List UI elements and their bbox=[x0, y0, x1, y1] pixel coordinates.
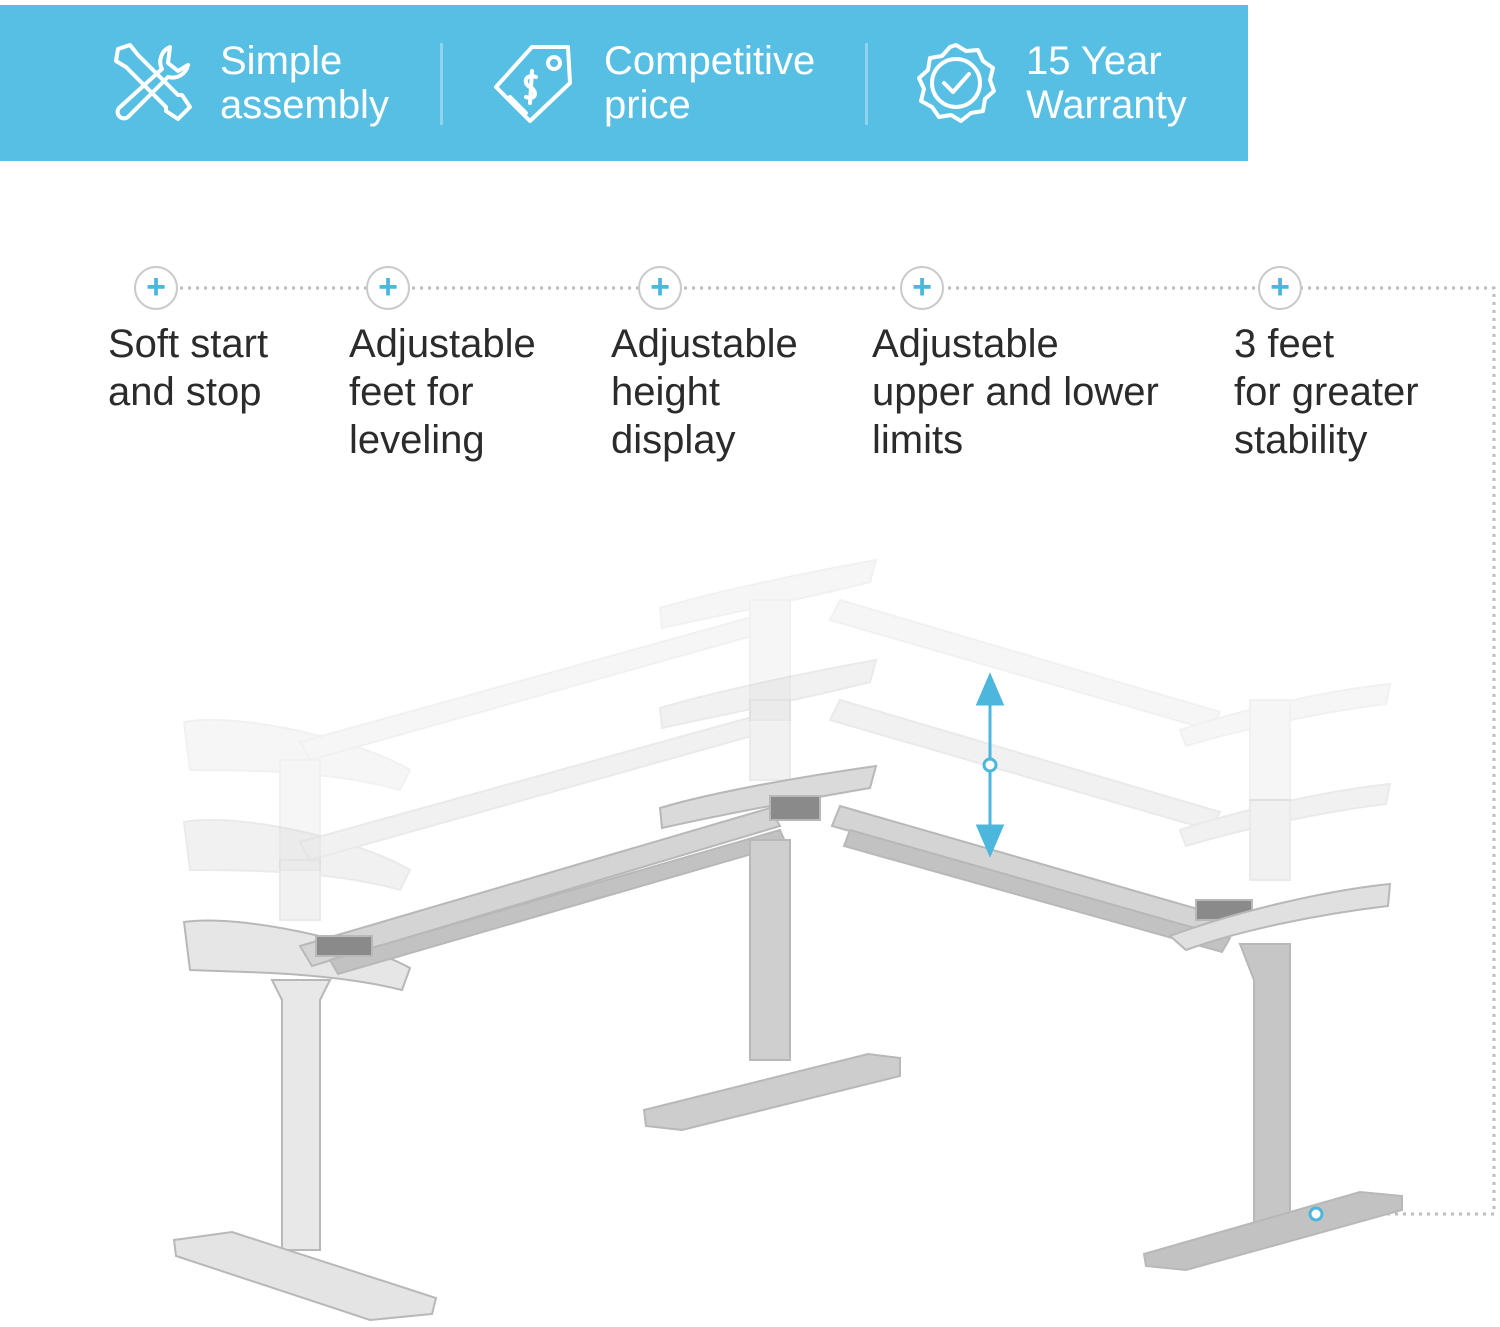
warranty-check-icon bbox=[917, 43, 996, 123]
badge-warranty: 15 Year Warranty bbox=[914, 5, 1187, 161]
feature-banner: Simple assembly Competitive price 15 Yea… bbox=[0, 5, 1248, 161]
feature-limits: Adjustable upper and lower limits bbox=[872, 322, 1159, 462]
height-arrow-icon bbox=[975, 672, 1005, 858]
price-tag-icon bbox=[494, 45, 572, 123]
badge-simple-assembly-text: Simple assembly bbox=[220, 39, 389, 127]
tools-icon bbox=[114, 43, 192, 121]
badge-competitive-price: Competitive price bbox=[492, 5, 815, 161]
plus-icon: + bbox=[1258, 266, 1302, 310]
plus-icon: + bbox=[900, 266, 944, 310]
badge-simple-assembly: Simple assembly bbox=[108, 5, 389, 161]
frame-main bbox=[172, 764, 1403, 1322]
badge-competitive-price-text: Competitive price bbox=[604, 39, 816, 127]
frame-ghost-top bbox=[182, 558, 1392, 871]
callout-dotted-line bbox=[180, 286, 1496, 1216]
badge-warranty-text: 15 Year Warranty bbox=[1026, 39, 1187, 127]
feature-height-display: Adjustable height display bbox=[611, 322, 798, 462]
feature-adjustable-feet: Adjustable feet for leveling bbox=[349, 322, 536, 462]
foot-callout-dot bbox=[1308, 1206, 1324, 1222]
frame-ghost-middle bbox=[182, 658, 1392, 921]
feature-soft-start: Soft start and stop bbox=[108, 322, 269, 414]
plus-icon: + bbox=[366, 266, 410, 310]
feature-three-feet: 3 feet for greater stability bbox=[1234, 322, 1419, 462]
banner-divider bbox=[440, 43, 443, 125]
banner-divider bbox=[865, 43, 868, 125]
plus-icon: + bbox=[134, 266, 178, 310]
plus-icon: + bbox=[638, 266, 682, 310]
